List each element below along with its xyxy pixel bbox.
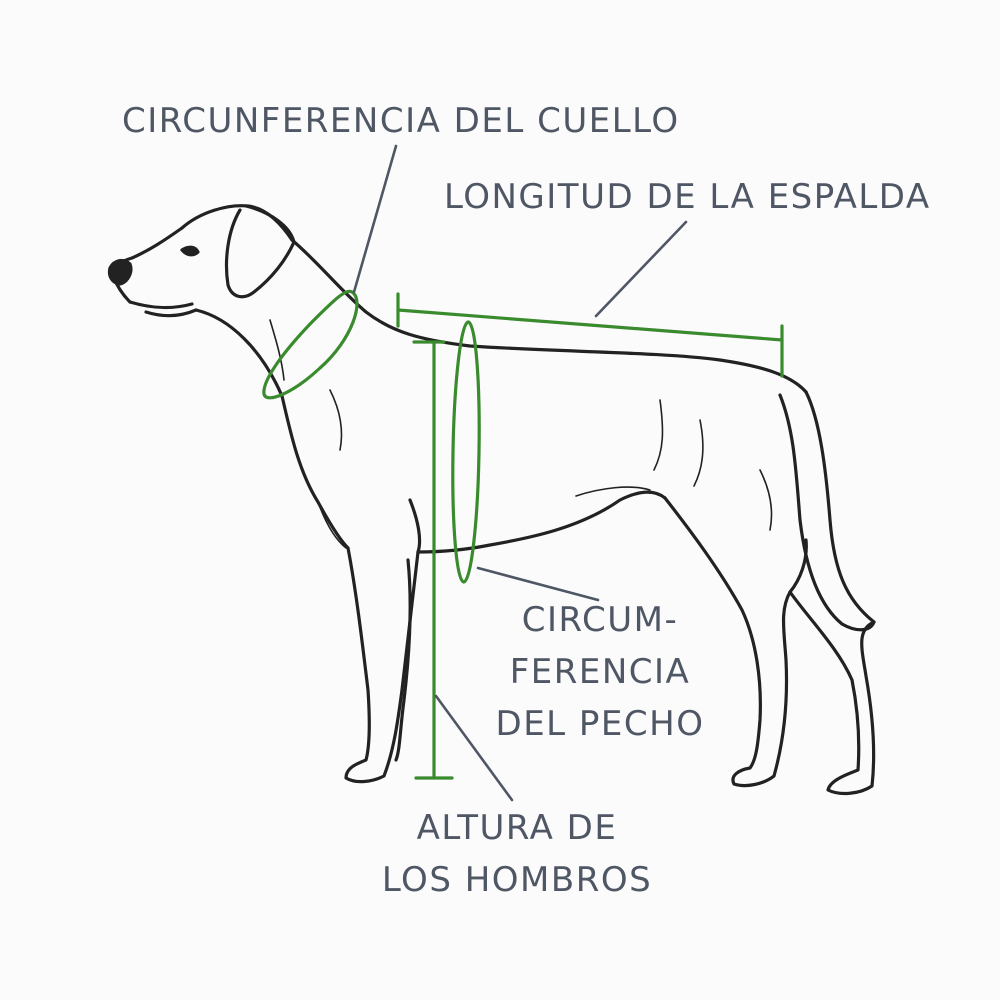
shoulder-leader [434,694,514,802]
shoulder-label-line-2: LOS HOMBROS [381,860,653,900]
neck-measure-ring [262,289,359,400]
chest-leader [476,566,600,602]
neck-circumference-label: CIRCUNFERENCIA DEL CUELLO [122,101,680,141]
chest-label-line-2: FERENCIA [509,652,691,692]
measurement-overlays [262,289,784,780]
chest-measure-ring [451,320,481,584]
back-length-label: LONGITUD DE LA ESPALDA [444,177,931,217]
shoulder-height-measure [412,340,454,780]
chest-label-line-1: CIRCUM- [521,600,679,640]
chest-label-line-3: DEL PECHO [495,704,705,744]
neck-leader [352,144,398,294]
shoulder-height-label: ALTURA DE LOS HOMBROS [362,802,672,906]
back-leader [594,220,688,318]
back-length-measure [396,292,784,378]
shoulder-label-line-1: ALTURA DE [416,808,618,848]
chest-circumference-label: CIRCUM- FERENCIA DEL PECHO [480,594,720,750]
leader-lines [352,144,688,802]
